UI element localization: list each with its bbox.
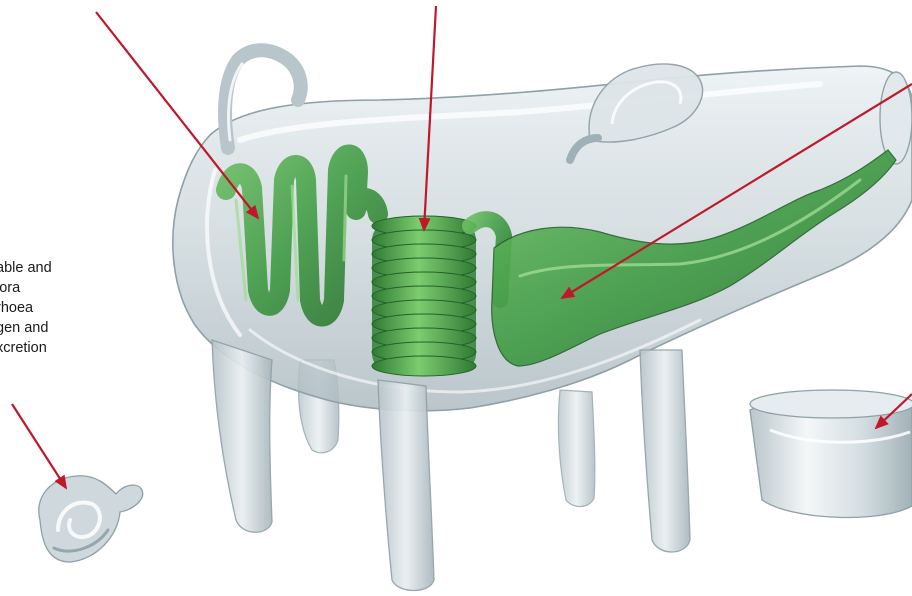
arrow-large-intestine xyxy=(96,12,258,218)
pig-leg-rear-near xyxy=(212,340,272,532)
side-note-text: able and lora rhoea gen and xcretion xyxy=(0,258,52,358)
small-intestine-coil xyxy=(372,216,476,376)
detached-glass-bowl xyxy=(750,390,912,517)
detached-glass-knot xyxy=(39,476,143,562)
side-note-line: lora xyxy=(0,278,52,298)
pig-leg-mid-near xyxy=(378,380,434,591)
side-note-line: gen and xyxy=(0,318,52,338)
side-note-line: rhoea xyxy=(0,298,52,318)
side-note-line: xcretion xyxy=(0,338,52,358)
arrow-glass-knot xyxy=(12,404,66,488)
pig-leg-front-near xyxy=(640,350,690,552)
side-note-line: able and xyxy=(0,258,52,278)
pig-leg-front-far xyxy=(558,390,594,507)
